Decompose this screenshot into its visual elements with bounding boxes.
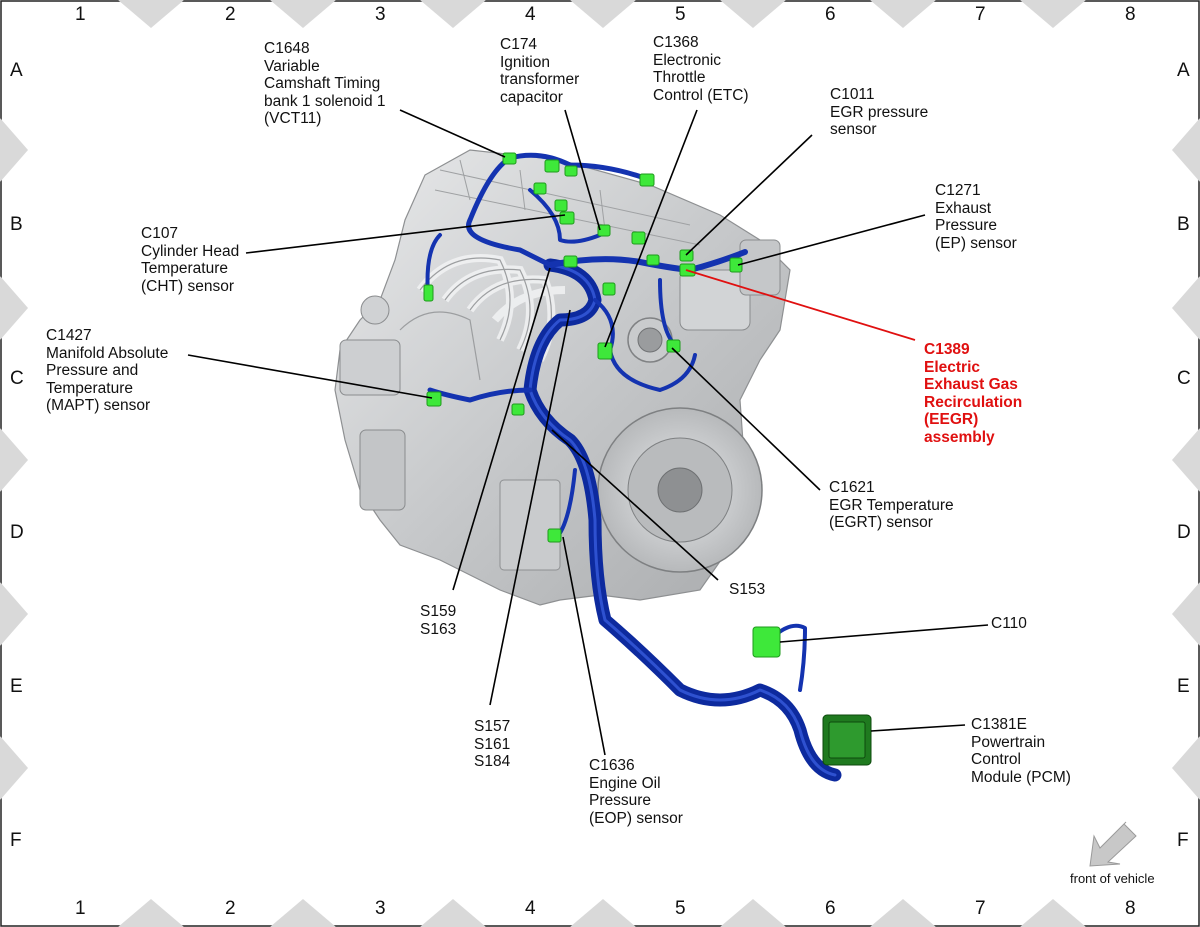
column-label-3-bottom: 3: [375, 898, 386, 919]
front-of-vehicle-label: front of vehicle: [1070, 871, 1155, 886]
row-label-c: C: [10, 368, 24, 389]
column-label-6: 6: [825, 4, 836, 25]
column-label-8-bottom: 8: [1125, 898, 1136, 919]
label-c174: C174 Ignition transformer capacitor: [500, 36, 580, 106]
column-label-8: 8: [1125, 4, 1136, 25]
column-label-5: 5: [675, 4, 686, 25]
label-c110: C110: [991, 615, 1027, 632]
row-label-d: D: [10, 522, 24, 543]
row-label-e-right: E: [1177, 676, 1190, 697]
column-label-7: 7: [975, 4, 986, 25]
label-c1368: C1368 Electronic Throttle Control (ETC): [653, 34, 749, 104]
column-label-1: 1: [75, 4, 86, 25]
eegr-leader-line: [685, 269, 916, 341]
row-label-a-right: A: [1177, 60, 1190, 81]
engine-illustration: [334, 149, 791, 606]
row-label-b-right: B: [1177, 214, 1190, 235]
label-s157: S157 S161 S184: [474, 718, 511, 770]
arrow-front-icon: [1089, 821, 1137, 867]
label-c1271: C1271 Exhaust Pressure (EP) sensor: [935, 182, 1017, 252]
label-c1648: C1648 Variable Camshaft Timing bank 1 so…: [264, 40, 386, 127]
label-c1636: C1636 Engine Oil Pressure (EOP) sensor: [589, 757, 683, 827]
label-c1389: C1389 Electric Exhaust Gas Recirculation…: [924, 341, 1023, 446]
row-label-f-right: F: [1177, 830, 1189, 851]
label-c1011: C1011 EGR pressure sensor: [830, 86, 929, 138]
label-s159: S159 S163: [420, 603, 457, 638]
row-label-a: A: [10, 60, 23, 81]
column-label-6-bottom: 6: [825, 898, 836, 919]
label-c107: C107 Cylinder Head Temperature (CHT) sen…: [141, 225, 240, 295]
row-label-c-right: C: [1177, 368, 1191, 389]
column-label-4: 4: [525, 4, 536, 25]
row-label-d-right: D: [1177, 522, 1191, 543]
label-c1621: C1621 EGR Temperature (EGRT) sensor: [829, 479, 954, 531]
label-c1381e: C1381E Powertrain Control Module (PCM): [971, 716, 1071, 786]
row-label-f: F: [10, 830, 22, 851]
label-c1427: C1427 Manifold Absolute Pressure and Tem…: [46, 327, 169, 414]
label-s153: S153: [729, 581, 766, 598]
column-label-3: 3: [375, 4, 386, 25]
connectors: [423, 152, 872, 766]
row-label-b: B: [10, 214, 23, 235]
column-label-2-bottom: 2: [225, 898, 236, 919]
leader-lines: [187, 109, 989, 756]
column-label-7-bottom: 7: [975, 898, 986, 919]
column-label-2: 2: [225, 4, 236, 25]
row-label-e: E: [10, 676, 23, 697]
column-label-5-bottom: 5: [675, 898, 686, 919]
column-label-4-bottom: 4: [525, 898, 536, 919]
column-label-1-bottom: 1: [75, 898, 86, 919]
